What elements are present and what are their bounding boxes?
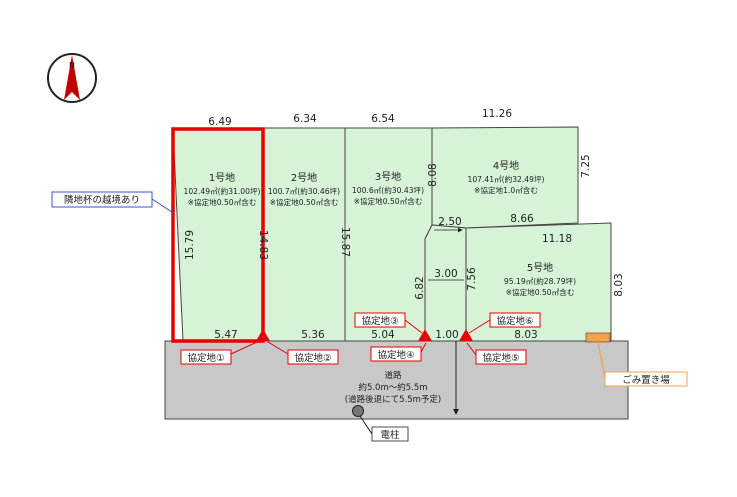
dim-mid34: 8.08	[427, 163, 439, 186]
lot-4-note: ※協定地1.0㎡含む	[474, 185, 538, 195]
dim-mid23: 15.87	[339, 227, 351, 257]
dim-top3: 6.54	[371, 113, 395, 125]
agreement-callout-4: 協定地④	[370, 342, 427, 362]
dim-notch-w: 2.50	[438, 216, 461, 228]
dim-bot1: 5.47	[214, 329, 237, 341]
agreement-callout-5: 協定地⑤	[466, 342, 527, 365]
dim-gap-w: 3.00	[434, 268, 457, 280]
dim-bot2: 5.36	[301, 329, 325, 341]
lot-3-area: 100.6㎡(約30.43坪)	[352, 185, 424, 195]
dim-notch-h: 6.82	[414, 276, 426, 299]
utility-pole-icon	[352, 405, 373, 435]
agreement-callout-6: 協定地⑥	[468, 312, 541, 334]
trash-area	[585, 332, 611, 343]
lot-3-title: 3号地	[375, 170, 401, 183]
passage-strip	[424, 224, 467, 342]
trash-callout: ごみ置き場	[597, 341, 688, 387]
dim-mid45: 8.66	[510, 213, 534, 225]
svg-text:協定地①: 協定地①	[187, 352, 224, 364]
lot-1-note: ※協定地0.50㎡含む	[188, 197, 257, 207]
dim-left1: 15.79	[184, 230, 196, 260]
lot-5-area: 95.19㎡(約28.79坪)	[504, 276, 576, 286]
agreement-marker-2	[256, 329, 270, 341]
agreement-callout-3: 協定地③	[354, 312, 423, 334]
svg-text:協定地③: 協定地③	[361, 315, 398, 327]
agreement-callout-2: 協定地②	[267, 341, 339, 365]
pole-label-box	[371, 426, 409, 442]
agreement-marker-5	[459, 329, 473, 341]
agreement-marker-4	[418, 329, 432, 341]
lot-2-title: 2号地	[291, 171, 317, 184]
pole-label: 電柱	[380, 429, 400, 441]
lot-2-note: ※協定地0.50㎡含む	[270, 197, 339, 207]
lot-5-note: ※協定地0.50㎡含む	[506, 287, 575, 297]
dim-bot3: 5.04	[371, 329, 395, 341]
dim-right4: 7.25	[580, 154, 592, 177]
lot-4-area: 107.41㎡(約32.49坪)	[467, 174, 544, 184]
dim-top4: 11.26	[482, 108, 512, 120]
boundary-notice-leader	[151, 198, 176, 215]
svg-text:協定地④: 協定地④	[377, 349, 414, 361]
lot-3-note: ※協定地0.50㎡含む	[354, 196, 423, 206]
lot-1-area: 102.49㎡(約31.00坪)	[183, 186, 260, 196]
lot-1-title: 1号地	[209, 171, 235, 184]
north-label: N	[69, 61, 75, 70]
lot-5-title: 5号地	[527, 261, 553, 274]
dim-gap-h: 7.56	[466, 267, 478, 291]
svg-text:協定地⑥: 協定地⑥	[496, 315, 533, 327]
north-arrow-icon: N	[47, 53, 97, 103]
dim-top2: 6.34	[293, 113, 317, 125]
dim-bot5: 8.03	[514, 329, 537, 341]
lot-4-title: 4号地	[493, 159, 519, 172]
dim-top1: 6.49	[208, 116, 231, 128]
dim-mid12: 14.83	[257, 230, 269, 260]
agreement-callout-1: 協定地①	[180, 341, 258, 365]
svg-text:協定地⑤: 協定地⑤	[482, 352, 519, 364]
svg-text:協定地②: 協定地②	[294, 352, 331, 364]
dim-top5: 11.18	[542, 233, 572, 245]
road-width: 約5.0m～約5.5m	[358, 382, 427, 393]
lot-1-highlight	[171, 127, 265, 343]
lot-3[interactable]	[344, 127, 433, 342]
dim-right5: 8.03	[613, 273, 625, 296]
svg-text:ごみ置き場: ごみ置き場	[622, 374, 670, 386]
road-note: (道路後退にて5.5m予定)	[345, 394, 441, 405]
road-title: 道路	[384, 370, 402, 381]
lot-2-area: 100.7㎡(約30.46坪)	[268, 186, 340, 196]
dim-road-w: 1.00	[435, 329, 458, 341]
lot-2[interactable]	[262, 127, 346, 342]
boundary-notice: 隣地杯の越境あり	[64, 194, 140, 206]
lot-4[interactable]	[431, 126, 579, 229]
